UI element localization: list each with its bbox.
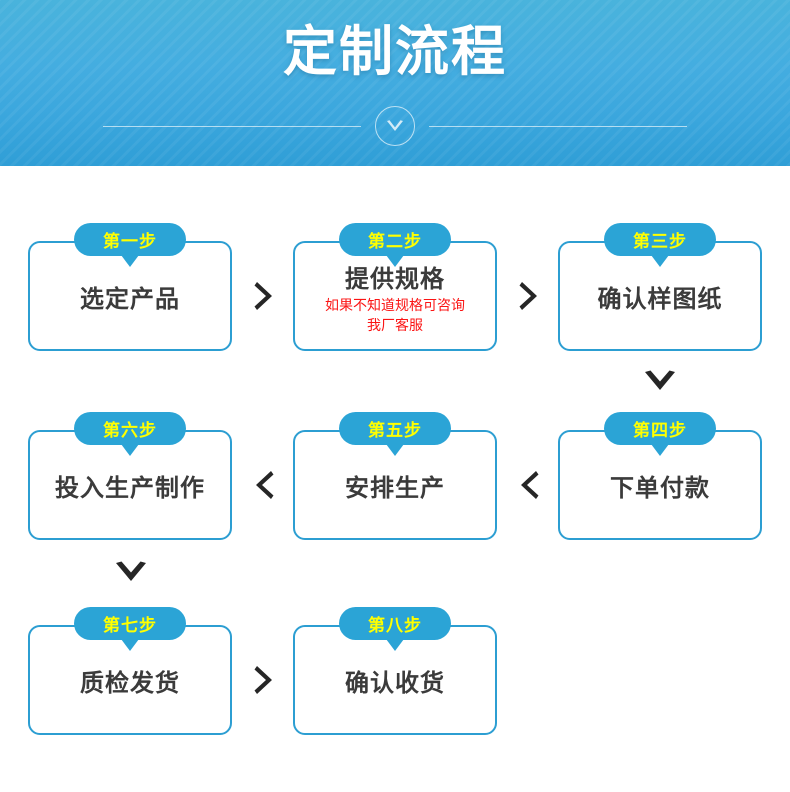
step-card-2[interactable]: 第二步 提供规格 如果不知道规格可咨询 我厂客服 bbox=[293, 223, 497, 351]
step-content-1: 选定产品 bbox=[30, 243, 230, 349]
step-title-2: 提供规格 bbox=[345, 266, 445, 293]
arrow-step7-to-step8 bbox=[247, 663, 281, 697]
step-title-5: 安排生产 bbox=[345, 475, 445, 502]
step-title-8: 确认收货 bbox=[345, 670, 445, 697]
step-note-2-line-1: 如果不知道规格可咨询 bbox=[325, 297, 465, 313]
step-card-1[interactable]: 第一步 选定产品 bbox=[28, 223, 232, 351]
arrow-step1-to-step2 bbox=[247, 279, 281, 313]
divider-line-right bbox=[429, 125, 687, 127]
step-badge-8: 第八步 bbox=[339, 607, 451, 640]
step-badge-7: 第七步 bbox=[74, 607, 186, 640]
step-card-3[interactable]: 第三步 确认样图纸 bbox=[558, 223, 762, 351]
step-badge-3: 第三步 bbox=[604, 223, 716, 256]
step-card-6[interactable]: 第六步 投入生产制作 bbox=[28, 412, 232, 540]
step-content-3: 确认样图纸 bbox=[560, 243, 760, 349]
banner-divider bbox=[0, 104, 790, 148]
arrow-step5-to-step6 bbox=[247, 468, 281, 502]
step-content-4: 下单付款 bbox=[560, 432, 760, 538]
arrow-step2-to-step3 bbox=[512, 279, 546, 313]
step-card-7[interactable]: 第七步 质检发货 bbox=[28, 607, 232, 735]
step-title-3: 确认样图纸 bbox=[597, 286, 723, 313]
chevron-down-icon bbox=[375, 106, 415, 146]
step-content-2: 提供规格 如果不知道规格可咨询 我厂客服 bbox=[295, 243, 495, 349]
step-badge-2: 第二步 bbox=[339, 223, 451, 256]
arrow-step6-to-step7 bbox=[114, 555, 148, 589]
step-title-6: 投入生产制作 bbox=[55, 475, 205, 502]
step-content-7: 质检发货 bbox=[30, 627, 230, 733]
divider-line-left bbox=[103, 125, 361, 127]
step-badge-1: 第一步 bbox=[74, 223, 186, 256]
step-badge-5: 第五步 bbox=[339, 412, 451, 445]
page-title: 定制流程 bbox=[283, 22, 507, 82]
step-card-4[interactable]: 第四步 下单付款 bbox=[558, 412, 762, 540]
step-title-4: 下单付款 bbox=[610, 475, 710, 502]
step-content-8: 确认收货 bbox=[295, 627, 495, 733]
arrow-step3-to-step4 bbox=[643, 364, 677, 398]
page-header-banner: 定制流程 bbox=[0, 0, 790, 166]
step-title-7: 质检发货 bbox=[80, 670, 180, 697]
step-card-8[interactable]: 第八步 确认收货 bbox=[293, 607, 497, 735]
step-card-5[interactable]: 第五步 安排生产 bbox=[293, 412, 497, 540]
step-title-1: 选定产品 bbox=[80, 286, 180, 313]
step-badge-6: 第六步 bbox=[74, 412, 186, 445]
step-content-5: 安排生产 bbox=[295, 432, 495, 538]
step-badge-4: 第四步 bbox=[604, 412, 716, 445]
process-flow-diagram: 第一步 选定产品 第二步 提供规格 如果不知道规格可咨询 我厂客服 第三步 确认… bbox=[0, 166, 790, 792]
step-note-2-line-2: 我厂客服 bbox=[367, 317, 423, 333]
arrow-step4-to-step5 bbox=[512, 468, 546, 502]
step-content-6: 投入生产制作 bbox=[30, 432, 230, 538]
